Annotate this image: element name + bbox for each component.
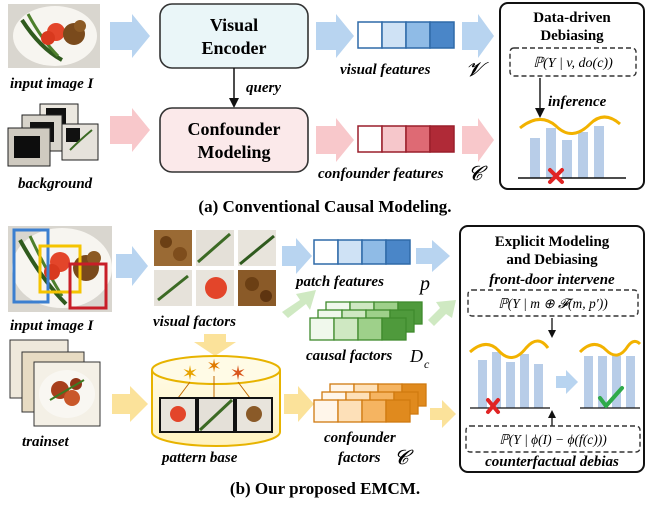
check-icon [598, 386, 624, 408]
inference-label: inference [548, 94, 607, 110]
query-arrow-head [229, 98, 239, 108]
arrow-input-to-encoder [110, 14, 150, 58]
counterfactual-label: counterfactual debias [485, 454, 619, 470]
causal-factors-blocks [309, 301, 423, 341]
patch-features-blocks [313, 239, 411, 265]
causal-factors-symbol: D [409, 346, 423, 366]
visual-features-symbol: 𝓥 [466, 59, 489, 81]
visual-factors-label: visual factors [153, 314, 236, 330]
panel-b-curve-left [469, 339, 550, 359]
arrow-causal-to-panel-b [428, 300, 456, 326]
confounder-modeling-line2: Modeling [197, 142, 270, 162]
input-image-label-b: input image I [10, 318, 95, 334]
panel-b-title-line2: and Debiasing [506, 252, 598, 268]
panel-b-bars-right [584, 356, 635, 408]
panel-a-title-line2: Debiasing [540, 28, 604, 44]
confounder-modeling-box [159, 107, 309, 173]
explicit-modeling-panel [459, 225, 645, 473]
arrow-trainset-to-pattern-base [112, 386, 148, 422]
arrow-pattern-base-to-confounder [284, 386, 314, 422]
confounder-modeling-line1: Confounder [187, 119, 280, 139]
arrow-encoder-to-features [316, 14, 354, 58]
patch-features-label: patch features [294, 274, 384, 290]
query-label: query [246, 80, 281, 96]
confounder-factors-label-line2: factors [338, 450, 381, 466]
patch-features-symbol: p [418, 273, 430, 295]
arrow-confounders-to-panel-a [462, 118, 494, 162]
arrow-factors-to-patch [282, 238, 312, 274]
visual-encoder-line2: Encoder [202, 38, 267, 58]
panel-b-formula-top-box [467, 289, 639, 317]
cross-icon [548, 168, 564, 184]
panel-b-title-line1: Explicit Modeling [495, 234, 610, 250]
panel-b-formula-top: ℙ(Y | m ⊕ 𝓕(m, p′)) [498, 296, 608, 311]
front-door-label: front-door intervene [489, 272, 615, 288]
confounder-features-blocks [357, 125, 455, 153]
confounder-factors-label-line1: confounder [324, 430, 396, 446]
arrow-image-to-factors [116, 246, 148, 286]
visual-encoder-box [159, 3, 309, 69]
causal-factors-subscript: c [424, 357, 430, 371]
input-image-label-a: input image I [10, 76, 95, 92]
top-formula-arrow-head [548, 330, 556, 338]
panel-b-formula-bottom: ℙ(Y | ϕ(I) − ϕ(f(c))) [499, 432, 607, 447]
cross-icon-b [486, 398, 500, 414]
panel-a-curve [519, 115, 621, 135]
background-label: background [18, 176, 93, 192]
panel-a-formula: ℙ(Y | v, do(c)) [533, 56, 613, 71]
visual-encoder-line1: Visual [210, 15, 258, 35]
arrow-factors-to-pattern-base [194, 334, 236, 356]
panel-b-bars-left [478, 352, 543, 408]
svg-text:✶: ✶ [230, 363, 247, 385]
panel-a-title-line1: Data-driven [533, 10, 611, 26]
input-image-a [8, 4, 100, 68]
caption-b: (b) Our proposed EMCM. [230, 479, 420, 498]
visual-features-blocks [357, 21, 455, 49]
svg-text:✶: ✶ [206, 356, 221, 376]
arrow-confounder-to-panel-b [430, 400, 456, 428]
arrow-background-to-confounder [110, 108, 150, 152]
input-image-b [8, 226, 112, 312]
arrow-features-to-panel-a [462, 14, 494, 58]
panel-b-transform-arrow [556, 370, 578, 394]
svg-text:✶: ✶ [182, 363, 199, 385]
confounder-features-symbol: 𝓒 [468, 163, 488, 185]
bottom-formula-arrow-head [548, 410, 556, 418]
confounder-features-label: confounder features [318, 166, 444, 182]
panel-a-bars [530, 126, 604, 178]
background-images [7, 103, 99, 167]
arrow-factors-to-causal [282, 290, 316, 318]
visual-factors-grid [154, 230, 276, 306]
panel-b-curve-right [578, 339, 642, 357]
pattern-base-label: pattern base [160, 450, 238, 466]
confounder-factors-blocks [313, 383, 427, 423]
causal-factors-label: causal factors [306, 348, 392, 364]
trainset-images [9, 339, 101, 427]
arrow-patch-to-panel-b [416, 240, 450, 272]
arrow-confounder-to-features [316, 118, 354, 162]
pattern-base-cylinder: ✶ ✶ ✶ [151, 355, 281, 447]
confounder-factors-symbol: 𝓒 [394, 447, 414, 469]
visual-features-label: visual features [340, 62, 431, 78]
caption-a: (a) Conventional Causal Modeling. [198, 197, 451, 216]
inference-arrow-head [535, 108, 545, 118]
panel-b-formula-bottom-box [465, 425, 641, 453]
panel-a-formula-box [509, 47, 637, 77]
trainset-label: trainset [22, 434, 70, 450]
